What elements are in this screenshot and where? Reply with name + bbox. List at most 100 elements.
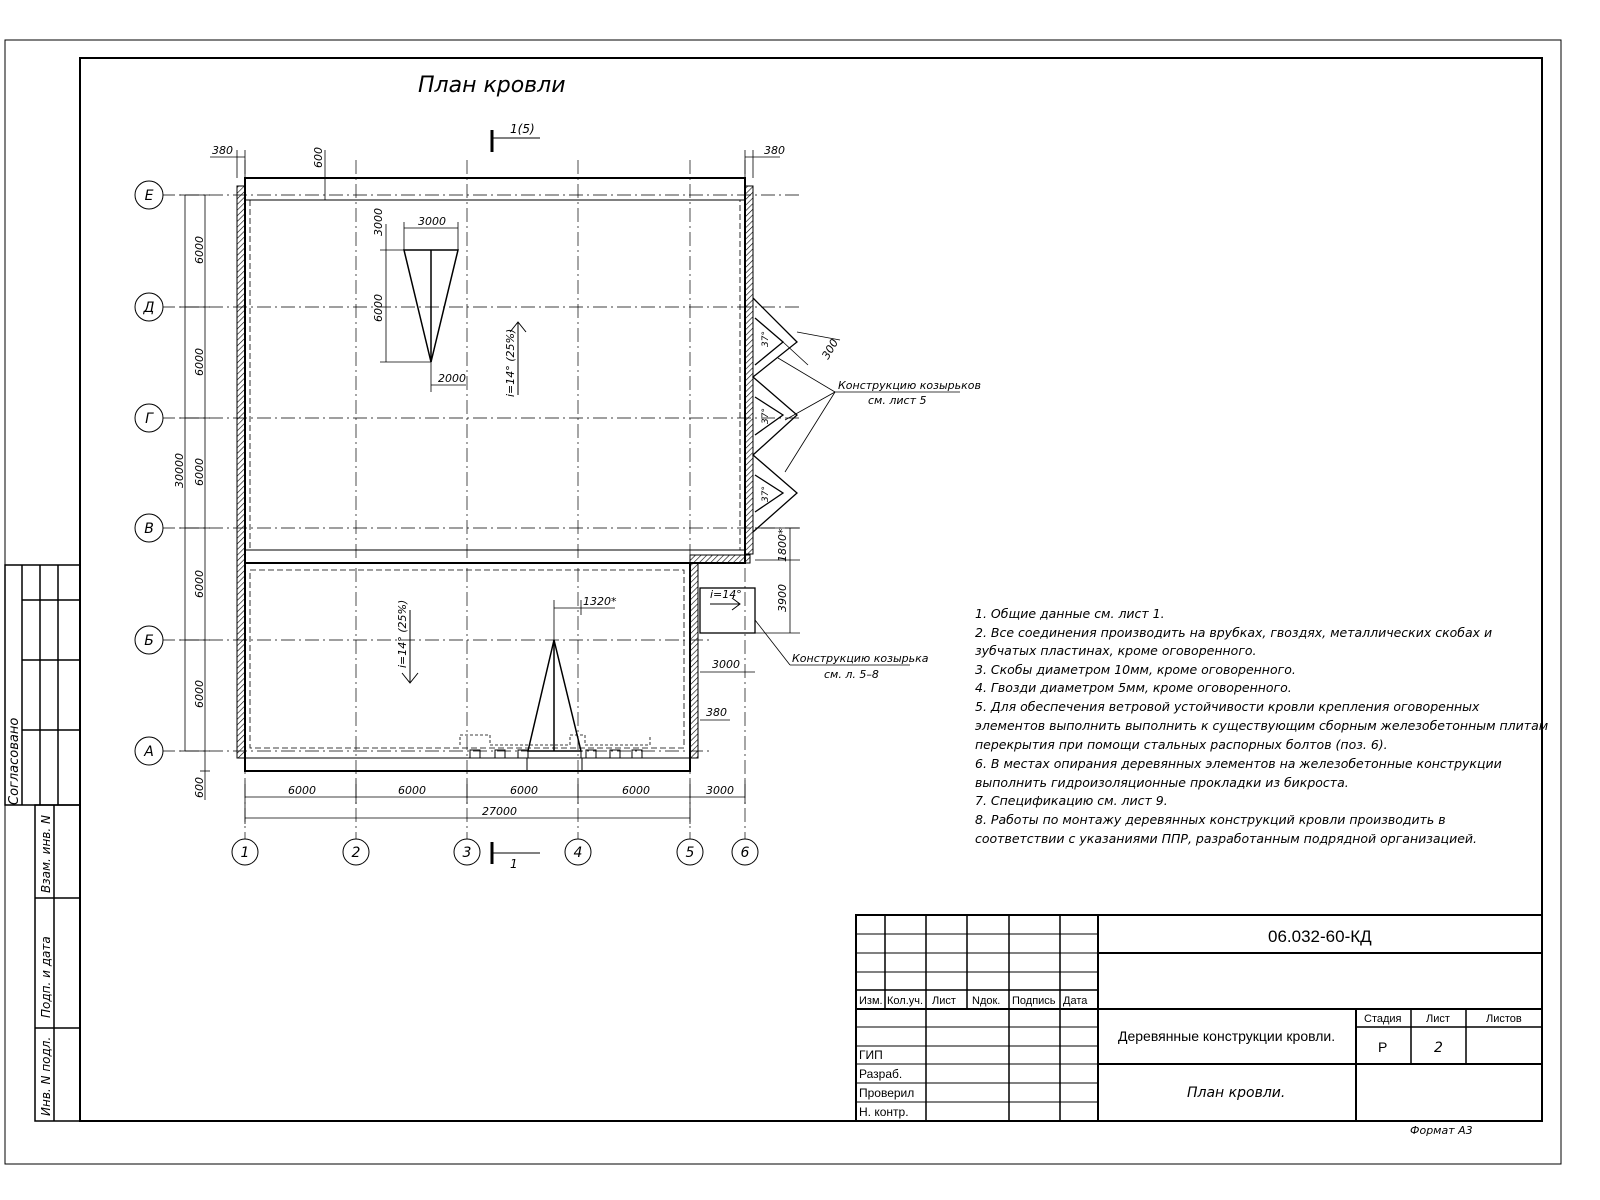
dim-valley-2000: 2000 bbox=[438, 372, 466, 385]
callout-canopies-line1: Конструкцию козырьков bbox=[838, 379, 981, 392]
dim-top-right: 380 bbox=[764, 144, 785, 157]
slope-annex: i=14° bbox=[710, 588, 742, 601]
tb-col-podpis: Подпись bbox=[1012, 995, 1056, 1007]
note-line: зубчатых пластинах, кроме оговоренного. bbox=[975, 643, 1257, 658]
slope-lower: i=14° (25%) bbox=[396, 600, 409, 668]
valley-upper bbox=[403, 249, 459, 363]
note-line: перекрытия при помощи стальных распорных… bbox=[975, 737, 1388, 752]
eave-detail bbox=[459, 734, 651, 746]
tb-col-list: Лист bbox=[932, 995, 956, 1007]
dim-row-2: 6000 bbox=[193, 348, 206, 376]
dim-top-left: 380 bbox=[212, 144, 233, 157]
eave-teeth bbox=[244, 749, 691, 772]
stamp-vzam: Взам. инв. N bbox=[39, 815, 53, 893]
inner-frame bbox=[79, 57, 1543, 1122]
row-label-v: В bbox=[144, 521, 154, 537]
tb-role-gip: ГИП bbox=[859, 1048, 883, 1062]
dim-col-4: 6000 bbox=[622, 784, 650, 797]
callout-canopy-line1: Конструкцию козырька bbox=[792, 652, 929, 665]
dim-3000-annex: 3000 bbox=[712, 658, 740, 671]
tb-object: Деревянные конструкции кровли. bbox=[1118, 1028, 1335, 1044]
row-axis-bubbles bbox=[134, 180, 164, 766]
tb-role-proveril: Проверил bbox=[859, 1086, 914, 1100]
tb-role-nkontr: Н. контр. bbox=[859, 1105, 909, 1119]
dim-col-3: 6000 bbox=[510, 784, 538, 797]
tb-col-data: Дата bbox=[1063, 995, 1088, 1007]
col-axis-bubbles bbox=[231, 838, 759, 866]
col-label-1: 1 bbox=[241, 845, 250, 861]
slope-upper: i=14° (25%) bbox=[504, 329, 517, 397]
format-label: Формат А3 bbox=[1410, 1124, 1473, 1137]
callout-canopy-line2: см. л. 5–8 bbox=[824, 668, 879, 681]
dim-total-width: 27000 bbox=[482, 805, 517, 818]
section-top-label: 1(5) bbox=[510, 122, 535, 136]
canopy-angle-2: 37° bbox=[761, 408, 771, 424]
section-marks bbox=[490, 130, 540, 864]
tb-stage: Р bbox=[1378, 1039, 1387, 1055]
walls bbox=[236, 185, 754, 759]
col-label-6: 6 bbox=[741, 845, 750, 861]
dim-row-1: 6000 bbox=[193, 236, 206, 264]
canopy-angle-1: 37° bbox=[761, 331, 771, 347]
dim-380-annex: 380 bbox=[706, 706, 727, 719]
note-line: 3. Скобы диаметром 10мм, кроме оговоренн… bbox=[975, 662, 1296, 677]
dim-lines bbox=[180, 150, 841, 824]
tb-col-izm: Изм. bbox=[859, 995, 883, 1007]
row-label-g: Г bbox=[145, 411, 154, 427]
title-block bbox=[855, 914, 1543, 1122]
dim-col-2: 6000 bbox=[398, 784, 426, 797]
dim-col-1: 6000 bbox=[288, 784, 316, 797]
row-label-a: А bbox=[143, 744, 154, 760]
note-line: элементов выполнить выполнить к существу… bbox=[975, 718, 1548, 733]
dim-row-3: 6000 bbox=[193, 458, 206, 486]
left-stamp bbox=[4, 564, 81, 1122]
dim-row-4: 6000 bbox=[193, 570, 206, 598]
roof-outline bbox=[244, 177, 746, 772]
callout-canopies-line2: см. лист 5 bbox=[868, 394, 926, 407]
section-bottom-label: 1 bbox=[510, 857, 518, 871]
dim-total-height: 30000 bbox=[173, 453, 186, 488]
col-label-3: 3 bbox=[463, 845, 472, 861]
tb-role-razrab: Разраб. bbox=[859, 1067, 902, 1081]
note-line: 5. Для обеспечения ветровой устойчивости… bbox=[975, 699, 1480, 714]
stamp-agreed: Согласовано bbox=[7, 718, 22, 805]
note-line: соответствии с указаниями ППР, разработа… bbox=[975, 831, 1477, 846]
col-label-4: 4 bbox=[574, 845, 583, 861]
row-label-e: Е bbox=[145, 188, 154, 204]
note-line: 4. Гвозди диаметром 5мм, кроме оговоренн… bbox=[975, 680, 1292, 695]
tb-sheets-label: Листов bbox=[1486, 1013, 1522, 1025]
dim-bottom-600: 600 bbox=[193, 777, 206, 798]
gable-lower bbox=[527, 639, 582, 752]
tb-sheet: 2 bbox=[1434, 1040, 1443, 1056]
row-label-d: Д bbox=[143, 300, 155, 316]
dim-valley-3000w: 3000 bbox=[418, 215, 446, 228]
dim-row-5: 6000 bbox=[193, 680, 206, 708]
note-line: 2. Все соединения производить на врубках… bbox=[975, 625, 1492, 640]
tb-sheet-name: План кровли. bbox=[1187, 1085, 1285, 1101]
tb-stage-label: Стадия bbox=[1364, 1013, 1402, 1025]
tb-col-ndok: Nдок. bbox=[972, 995, 1000, 1007]
note-line: выполнить гидроизоляционные прокладки из… bbox=[975, 775, 1349, 790]
note-line: 7. Спецификацию см. лист 9. bbox=[975, 793, 1168, 808]
dim-col-5: 3000 bbox=[706, 784, 734, 797]
dim-valley-6000h: 6000 bbox=[372, 294, 385, 322]
dim-valley-3000h: 3000 bbox=[372, 208, 385, 236]
slope-arrows bbox=[401, 321, 741, 684]
tb-code: 06.032-60-КД bbox=[1268, 927, 1372, 946]
dim-1800: 1800* bbox=[776, 528, 789, 562]
col-label-2: 2 bbox=[352, 845, 361, 861]
drawing-title: План кровли bbox=[418, 73, 566, 98]
dim-3900: 3900 bbox=[776, 584, 789, 612]
dim-300: 300 bbox=[819, 337, 841, 362]
dim-peak: 1320* bbox=[583, 595, 617, 608]
note-line: 1. Общие данные см. лист 1. bbox=[975, 606, 1165, 621]
tb-col-kolуч: Кол.уч. bbox=[887, 995, 923, 1007]
col-label-5: 5 bbox=[686, 845, 695, 861]
canopies bbox=[699, 297, 798, 634]
leaders bbox=[754, 357, 960, 666]
tb-sheet-label: Лист bbox=[1426, 1013, 1450, 1025]
stamp-podp: Подп. и дата bbox=[39, 936, 53, 1018]
stamp-inv: Инв. N подл. bbox=[39, 1037, 53, 1116]
note-line: 8. Работы по монтажу деревянных конструк… bbox=[975, 812, 1446, 827]
